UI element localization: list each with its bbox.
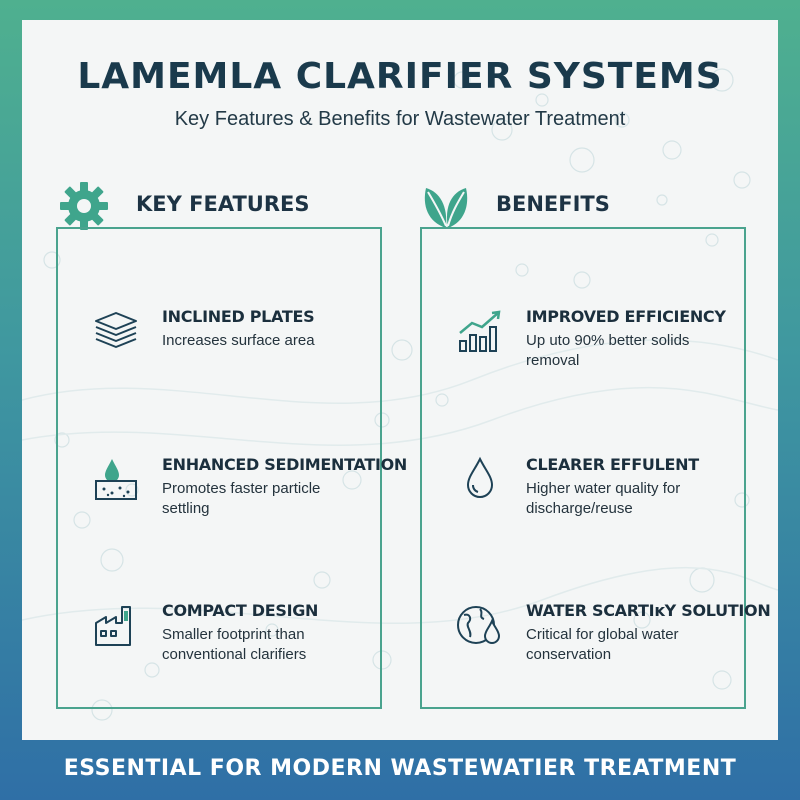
features-heading: KEY FEATURES xyxy=(56,178,386,242)
page-subtitle: Key Features & Benefits for Wastewater T… xyxy=(174,108,626,130)
feature-item: ENHANCED SEDIMENTATION Promotes faster p… xyxy=(58,455,407,565)
benefit-desc: Up uto 90% better solids removal xyxy=(526,332,690,369)
benefit-desc: Critical for global water conservation xyxy=(526,626,679,663)
feature-item: COMPACT DESIGN Smaller footprint than co… xyxy=(58,601,380,711)
water-drop-settling-icon xyxy=(95,459,137,500)
stacked-plates-icon xyxy=(95,312,137,348)
features-heading-label: KEY FEATURES xyxy=(136,192,310,216)
benefit-desc: Higher water quality for discharge/reuse xyxy=(526,480,681,517)
benefit-name: WATER SCARTIĸY SOLUTION xyxy=(526,601,771,620)
benefit-item: WATER SCARTIĸY SOLUTION Critical for glo… xyxy=(422,601,771,711)
background-bubbles xyxy=(22,68,778,721)
benefit-item: IMPROVED EFFICIENCY Up uto 90% better so… xyxy=(422,307,744,417)
footer-banner: ESSENTIAL FOR MODERN WASTEWATIER TREATME… xyxy=(63,756,737,781)
feature-name: COMPACT DESIGN xyxy=(162,601,319,620)
benefits-panel: IMPROVED EFFICIENCY Up uto 90% better so… xyxy=(420,227,771,711)
feature-name: INCLINED PLATES xyxy=(162,307,315,326)
leaf-icon xyxy=(424,188,468,228)
benefit-item: CLEARER EFFULENT Higher water quality fo… xyxy=(422,455,744,565)
water-drop-icon xyxy=(466,456,494,498)
feature-desc: Smaller footprint than conventional clar… xyxy=(162,626,307,663)
factory-icon xyxy=(95,606,131,646)
benefits-heading: BENEFITS xyxy=(418,178,748,242)
feature-item: INCLINED PLATES Increases surface area xyxy=(58,307,380,417)
benefit-name: IMPROVED EFFICIENCY xyxy=(526,307,726,326)
gear-icon xyxy=(60,182,108,230)
feature-desc: Promotes faster particle settling xyxy=(162,480,321,517)
benefit-name: CLEARER EFFULENT xyxy=(526,455,699,474)
page-title: LAMEMLA CLARIFIER SYSTEMS xyxy=(77,56,723,97)
feature-name: ENHANCED SEDIMENTATION xyxy=(162,455,408,474)
benefits-heading-label: BENEFITS xyxy=(496,192,610,216)
feature-desc: Increases surface area xyxy=(162,332,315,349)
growth-chart-icon xyxy=(459,310,501,352)
globe-drop-icon xyxy=(457,606,501,644)
features-panel: INCLINED PLATES Increases surface area E… xyxy=(56,227,407,711)
infographic-card: LAMEMLA CLARIFIER SYSTEMS Key Features &… xyxy=(22,20,778,740)
